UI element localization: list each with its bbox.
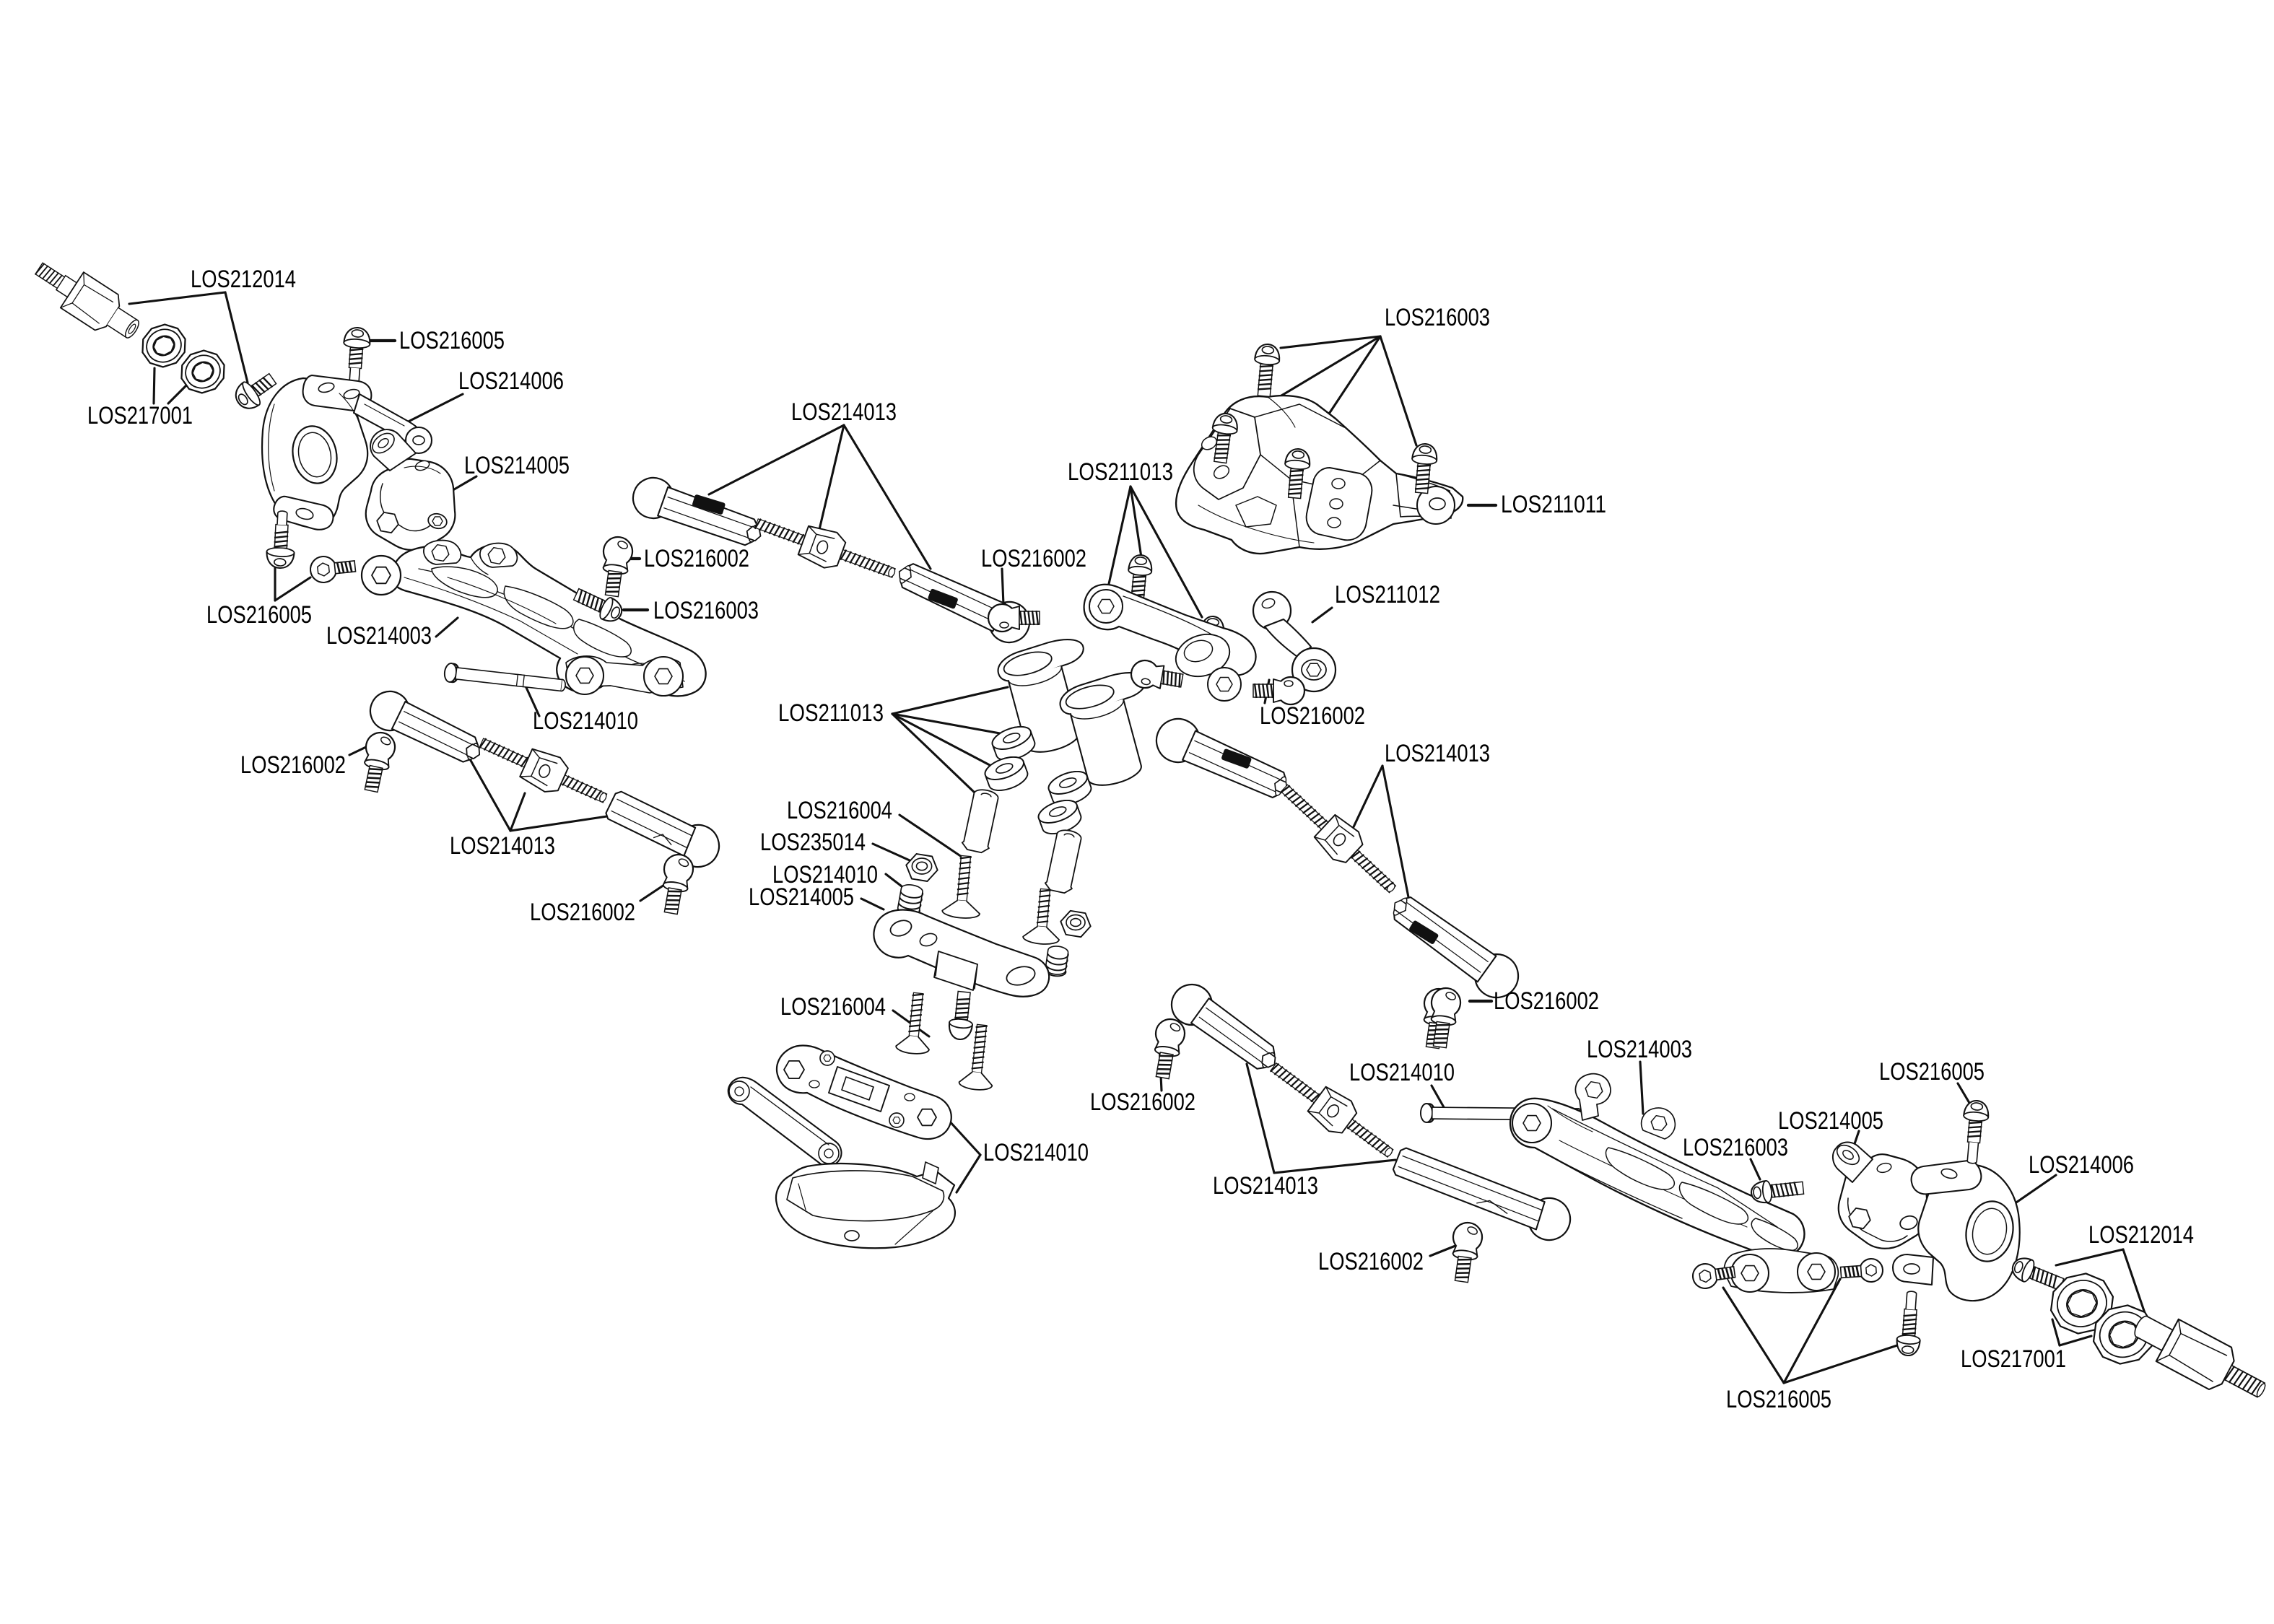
svg-text:LOS216004: LOS216004 (787, 797, 892, 824)
svg-text:LOS216005: LOS216005 (399, 327, 505, 354)
svg-text:LOS216003: LOS216003 (1385, 304, 1490, 331)
svg-text:LOS216002: LOS216002 (240, 751, 346, 779)
svg-text:LOS216005: LOS216005 (1726, 1386, 1831, 1413)
svg-text:LOS214010: LOS214010 (983, 1139, 1089, 1166)
svg-text:LOS217001: LOS217001 (1961, 1345, 2066, 1373)
svg-text:LOS214005: LOS214005 (464, 452, 570, 479)
svg-text:LOS211012: LOS211012 (1335, 581, 1440, 608)
svg-text:LOS216002: LOS216002 (530, 899, 635, 926)
svg-text:LOS214013: LOS214013 (1385, 740, 1490, 767)
svg-text:LOS214006: LOS214006 (458, 367, 564, 395)
svg-text:LOS216002: LOS216002 (981, 545, 1086, 572)
svg-text:LOS214006: LOS214006 (2029, 1151, 2134, 1179)
svg-text:LOS216004: LOS216004 (780, 993, 886, 1021)
svg-text:LOS211013: LOS211013 (1068, 458, 1173, 486)
svg-text:LOS214013: LOS214013 (791, 398, 897, 426)
svg-text:LOS216005: LOS216005 (1879, 1058, 1985, 1086)
svg-text:LOS211013: LOS211013 (778, 699, 884, 727)
svg-text:LOS214010: LOS214010 (533, 707, 638, 735)
svg-text:LOS214003: LOS214003 (1587, 1036, 1692, 1063)
svg-text:LOS212014: LOS212014 (2088, 1221, 2194, 1249)
svg-text:LOS217001: LOS217001 (87, 402, 193, 429)
svg-text:LOS214010: LOS214010 (1349, 1059, 1455, 1086)
svg-text:LOS214005: LOS214005 (1778, 1107, 1883, 1135)
svg-text:LOS214005: LOS214005 (749, 883, 854, 911)
svg-text:LOS216003: LOS216003 (653, 597, 759, 624)
svg-text:LOS212014: LOS212014 (191, 266, 296, 293)
svg-text:LOS216002: LOS216002 (1318, 1248, 1424, 1275)
svg-text:LOS216002: LOS216002 (644, 545, 749, 572)
svg-text:LOS216005: LOS216005 (206, 601, 312, 629)
svg-text:LOS214013: LOS214013 (450, 832, 555, 860)
svg-text:LOS211011: LOS211011 (1501, 491, 1606, 518)
svg-text:LOS214013: LOS214013 (1213, 1172, 1318, 1200)
svg-text:LOS235014: LOS235014 (760, 829, 866, 856)
svg-text:LOS216002: LOS216002 (1260, 702, 1365, 730)
svg-text:LOS216003: LOS216003 (1683, 1134, 1788, 1161)
svg-text:LOS214003: LOS214003 (326, 622, 432, 650)
svg-text:LOS216002: LOS216002 (1494, 987, 1599, 1015)
svg-text:LOS214010: LOS214010 (772, 861, 878, 889)
svg-text:LOS216002: LOS216002 (1090, 1088, 1195, 1116)
